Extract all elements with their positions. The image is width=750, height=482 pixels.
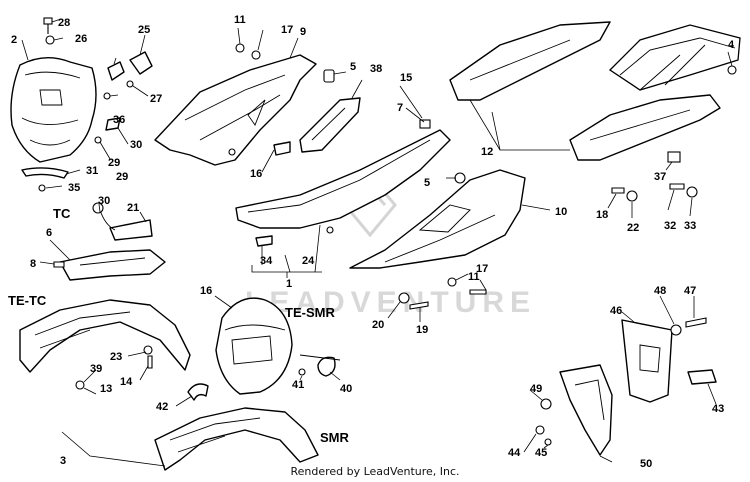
callout-34: 34 [260,255,273,267]
callout-4: 4 [728,39,735,51]
variant-label-te-smr: TE-SMR [285,305,335,320]
headlight-mask-16-tesmr [215,297,293,395]
callout-29: 29 [108,157,120,169]
callout-2: 2 [11,34,17,46]
callout-20: 20 [372,319,384,331]
callout-47: 47 [684,285,696,297]
callout-11: 11 [468,271,480,283]
callout-8: 8 [30,258,36,270]
callout-18: 18 [596,209,608,221]
callout-16: 16 [250,168,262,180]
callout-39: 39 [90,363,102,375]
rear-subframe [608,24,741,91]
callout-50: 50 [640,458,652,470]
callout-10: 10 [555,206,567,218]
license-bracket-46 [535,317,717,456]
variant-layer: TC TE-TC TE-SMR SMR [8,206,350,445]
callout-1: 1 [286,278,292,290]
callout-44: 44 [508,447,521,459]
side-hardware [398,277,487,310]
callout-27: 27 [150,93,162,105]
callout-24: 24 [302,255,315,267]
callout-28: 28 [58,17,70,29]
callout-7: 7 [397,102,403,114]
callout-40: 40 [340,383,352,395]
callout-31: 31 [86,165,98,177]
clamps-40-42 [187,354,341,401]
leader-lines [21,18,733,467]
variant-label-smr: SMR [320,430,350,445]
callout-41: 41 [292,379,304,391]
callout-35: 35 [68,182,80,194]
callout-32: 32 [664,220,676,232]
callout-49: 49 [530,383,542,395]
callout-3: 3 [60,455,66,467]
callout-15: 15 [400,72,412,84]
seat-24 [235,129,451,247]
variant-label-tc: TC [53,206,71,221]
front-plate-6 [53,202,166,281]
rear-hardware [611,151,698,202]
callout-30: 30 [130,139,142,151]
rear-fender-12 [449,21,721,161]
callout-23: 23 [110,351,122,363]
callout-22: 22 [627,222,639,234]
callout-14: 14 [120,376,133,388]
side-panel-9 [154,43,317,166]
callout-37: 37 [654,171,666,183]
callout-9: 9 [300,26,306,38]
callout-48: 48 [654,285,666,297]
callout-29: 29 [116,171,128,183]
callout-17: 17 [281,24,293,36]
mask-hardware [21,17,153,192]
callout-5: 5 [350,61,356,73]
callout-36: 36 [113,114,125,126]
callout-5: 5 [424,177,430,189]
side-panel-10 [349,119,526,269]
callout-layer: 1234556789101111121314151616171718192021… [11,14,735,470]
callout-46: 46 [610,305,622,317]
callout-33: 33 [684,220,696,232]
callout-12: 12 [481,146,493,158]
callout-38: 38 [370,63,382,75]
callout-26: 26 [75,33,87,45]
variant-label-te-tc: TE-TC [8,293,47,308]
callout-13: 13 [100,383,112,395]
callout-43: 43 [712,403,724,415]
footer-credit: Rendered by LeadVenture, Inc. [290,465,460,478]
callout-16: 16 [200,285,212,297]
callout-17: 17 [476,263,488,275]
front-fender-3-tetc [19,299,191,390]
callout-6: 6 [46,227,52,239]
callout-11: 11 [234,14,246,26]
front-fender-3-smr [154,407,319,471]
small-parts-16-38 [273,69,361,156]
callout-21: 21 [127,202,139,214]
callout-19: 19 [416,324,428,336]
callout-30: 30 [98,195,110,207]
headlight-mask-2 [10,57,97,163]
callout-42: 42 [156,401,168,413]
callout-45: 45 [535,447,547,459]
callout-25: 25 [138,24,150,36]
